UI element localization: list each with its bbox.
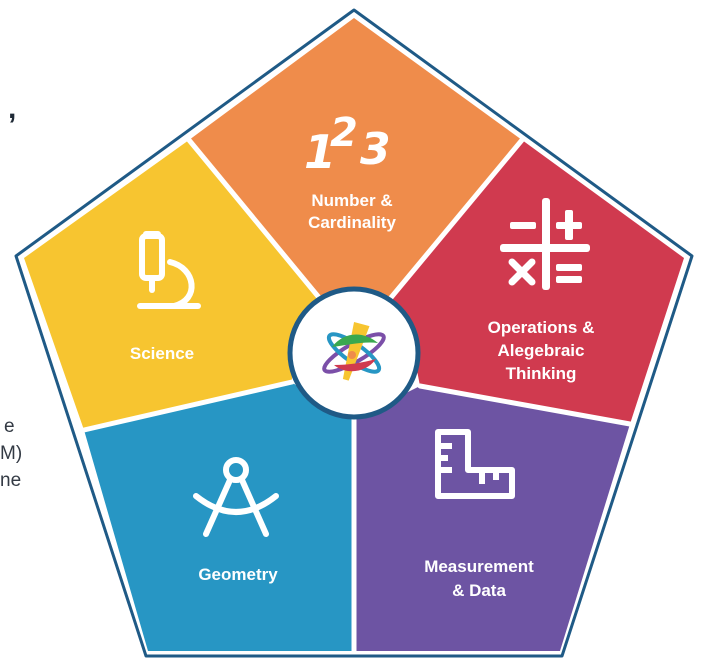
label-operations-line2: Alegebraic [498, 341, 585, 360]
label-science: Science [130, 344, 194, 363]
label-geometry: Geometry [198, 565, 278, 584]
label-measurement-line1: Measurement [424, 557, 534, 576]
label-operations-line1: Operations & [488, 318, 595, 337]
segment-measurement-data [354, 386, 630, 651]
label-number-line2: Cardinality [308, 213, 396, 232]
glyph-two: 2 [330, 110, 358, 156]
label-operations-line3: Thinking [506, 364, 577, 383]
label-measurement-line2: & Data [452, 581, 506, 600]
label-number-line1: Number & [311, 191, 392, 210]
glyph-three: 3 [360, 124, 391, 175]
